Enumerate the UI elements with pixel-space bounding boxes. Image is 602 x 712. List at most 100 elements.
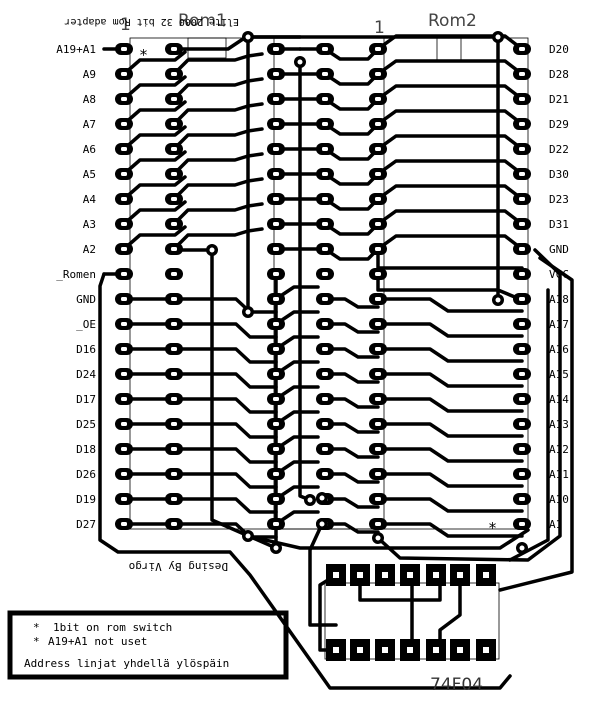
pad-hole bbox=[375, 272, 381, 276]
trace bbox=[172, 52, 264, 76]
trace bbox=[323, 472, 380, 484]
pad-hole bbox=[121, 297, 127, 301]
trace bbox=[376, 322, 524, 338]
pad-hole bbox=[171, 172, 177, 176]
right-pin-labels: D20D28D21D29D22D30D23D31GNDVCCA18A17A16A… bbox=[549, 43, 569, 531]
pad-hole bbox=[121, 347, 127, 351]
pad-hole bbox=[375, 322, 381, 326]
square-pad-hole bbox=[382, 572, 388, 578]
left-pin-labels: A19+A1A9A8A7A6A5A4A3A2_RomenGND_OED16D24… bbox=[56, 43, 96, 531]
star-mark-bottom: * bbox=[488, 519, 497, 537]
pad-hole bbox=[375, 497, 381, 501]
via-hole bbox=[495, 34, 501, 40]
trace bbox=[172, 202, 264, 226]
rom2-notch bbox=[436, 37, 462, 63]
left-pin-label: D26 bbox=[76, 468, 96, 481]
trace bbox=[376, 234, 524, 251]
trace bbox=[172, 177, 264, 201]
trace bbox=[122, 125, 187, 151]
pad-hole bbox=[322, 397, 328, 401]
pad-hole bbox=[121, 72, 127, 76]
pad-hole bbox=[273, 422, 279, 426]
left-pin-label: D25 bbox=[76, 418, 96, 431]
pad-hole bbox=[121, 247, 127, 251]
left-pin-label: A5 bbox=[83, 168, 96, 181]
pad-hole bbox=[322, 222, 328, 226]
designer-credit: Desing By Virgo bbox=[129, 560, 228, 573]
trace bbox=[376, 248, 524, 270]
left-pin-label: A4 bbox=[83, 193, 97, 206]
pad-hole bbox=[322, 447, 328, 451]
pad-hole bbox=[121, 497, 127, 501]
trace bbox=[376, 297, 524, 313]
pad-hole bbox=[171, 422, 177, 426]
left-pin-label: A6 bbox=[83, 143, 96, 156]
right-pin-label: A12 bbox=[549, 443, 569, 456]
trace bbox=[172, 102, 264, 126]
left-pin-label: D19 bbox=[76, 493, 96, 506]
notes-box-border bbox=[7, 610, 289, 680]
left-pin-label: A8 bbox=[83, 93, 96, 106]
via-hole bbox=[297, 59, 303, 65]
pad-hole bbox=[375, 472, 381, 476]
right-pin-label: VCC bbox=[549, 268, 569, 281]
copper-traces bbox=[98, 34, 574, 690]
trace bbox=[122, 50, 187, 76]
trace bbox=[376, 497, 524, 513]
right-pin-label: D23 bbox=[549, 193, 569, 206]
trace bbox=[376, 472, 524, 488]
pad-hole bbox=[375, 222, 381, 226]
pad-hole bbox=[322, 97, 328, 101]
pad-hole bbox=[519, 122, 525, 126]
pad-hole bbox=[322, 197, 328, 201]
pad-hole bbox=[273, 272, 279, 276]
pad-hole bbox=[519, 372, 525, 376]
rom1-title: Rom1 bbox=[178, 11, 227, 31]
trace bbox=[122, 150, 187, 176]
pad-hole bbox=[121, 322, 127, 326]
pad-hole bbox=[273, 522, 279, 526]
pad-hole bbox=[171, 297, 177, 301]
pad-hole bbox=[375, 97, 381, 101]
note-1-mark: * bbox=[33, 621, 40, 634]
pad-hole bbox=[273, 172, 279, 176]
square-pad-hole bbox=[357, 572, 363, 578]
pad-hole bbox=[375, 172, 381, 176]
trace bbox=[122, 75, 187, 101]
pad-hole bbox=[273, 322, 279, 326]
pad-hole bbox=[273, 47, 279, 51]
pad-hole bbox=[375, 72, 381, 76]
trace bbox=[323, 297, 380, 309]
trace bbox=[323, 522, 380, 534]
square-pad-hole bbox=[457, 647, 463, 653]
trace bbox=[122, 175, 187, 201]
left-pin-label: D18 bbox=[76, 443, 96, 456]
pad-hole bbox=[322, 297, 328, 301]
pad-hole bbox=[273, 497, 279, 501]
pad-hole bbox=[322, 347, 328, 351]
pad-hole bbox=[171, 72, 177, 76]
pad-hole bbox=[171, 472, 177, 476]
trace bbox=[358, 573, 442, 602]
trace bbox=[122, 497, 278, 514]
pad-hole bbox=[171, 397, 177, 401]
pad-hole bbox=[519, 222, 525, 226]
trace bbox=[376, 372, 524, 388]
pad-hole bbox=[171, 497, 177, 501]
note-2-text: A19+A1 not uset bbox=[48, 635, 147, 648]
pad-hole bbox=[519, 147, 525, 151]
trace bbox=[438, 573, 462, 652]
trace bbox=[376, 159, 524, 176]
trace bbox=[323, 422, 380, 434]
pad-hole bbox=[171, 347, 177, 351]
pad-hole bbox=[171, 322, 177, 326]
pad-hole bbox=[273, 347, 279, 351]
pad-hole bbox=[519, 447, 525, 451]
square-pad-hole bbox=[333, 647, 339, 653]
right-pin-label: D29 bbox=[549, 118, 569, 131]
left-pin-label: A7 bbox=[83, 118, 96, 131]
right-pin-label: GND bbox=[549, 243, 569, 256]
pad-hole bbox=[273, 297, 279, 301]
square-pad-hole bbox=[433, 647, 439, 653]
pad-hole bbox=[121, 147, 127, 151]
